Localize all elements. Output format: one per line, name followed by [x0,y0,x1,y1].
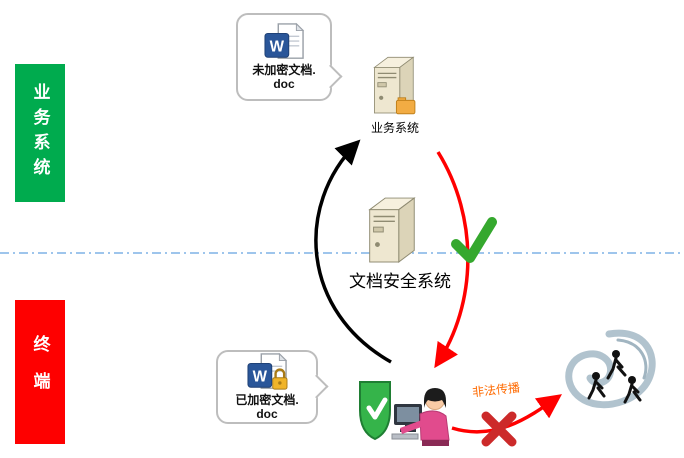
security-server-label: 文档安全系统 [349,272,451,291]
business-server-label: 业务系统 [370,121,419,135]
running-figures [587,350,642,404]
user-at-computer-with-shield-icon [342,376,454,458]
svg-text:W: W [270,39,285,56]
shield-check-icon [359,381,391,441]
unencrypted-doc-label: 未加密文档. doc [252,63,316,91]
zone-terminal-label: 终端 [30,335,50,409]
word-document-icon: W [264,22,305,60]
svg-text:W: W [253,369,268,386]
monitor-icon [391,404,422,440]
encrypted-doc-label: 已加密文档. doc [235,393,299,421]
security-server-icon [360,192,422,270]
red-x-icon [481,411,517,447]
person-figure [400,388,450,446]
locked-word-document-icon: W [247,352,288,390]
folder-icon [395,97,416,115]
leak-crowd-swirl-icon [558,326,660,414]
upload-arrow [314,139,392,364]
lock-icon [272,368,288,390]
zone-business-label: 业务系统 [30,83,50,183]
leak-arrow [451,394,562,434]
zone-terminal: 终端 [15,300,65,444]
green-check-icon [451,217,497,263]
zone-business-system: 业务系统 [15,64,65,202]
business-server-icon [366,52,420,120]
unencrypted-doc-callout: W 未加密文档. doc [236,13,332,101]
encrypted-doc-callout: W 已加密文档. doc [216,350,318,424]
